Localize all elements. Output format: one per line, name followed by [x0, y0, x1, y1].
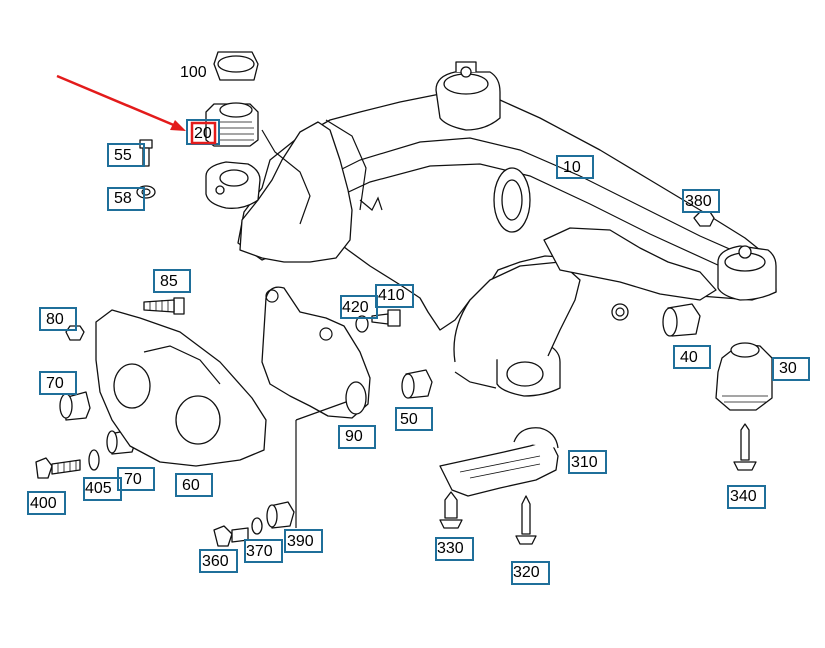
callout-55[interactable]: 55	[114, 147, 132, 164]
callout-70-upper[interactable]: 70	[46, 375, 64, 392]
rear-subframe-drawing	[237, 61, 777, 397]
part-400-bolt	[35, 457, 81, 479]
part-405-washer	[88, 449, 100, 471]
part-360-bolt	[213, 525, 249, 547]
part-420-washer	[355, 315, 369, 333]
callout-10[interactable]: 10	[563, 159, 581, 176]
part-60-carrier	[95, 309, 267, 467]
part-85-bolt	[143, 297, 185, 315]
callout-420[interactable]: 420	[342, 299, 369, 316]
callout-410[interactable]: 410	[378, 287, 405, 304]
leader-lines	[295, 401, 347, 528]
callout-40[interactable]: 40	[680, 349, 698, 366]
callout-20[interactable]: 20	[194, 125, 212, 142]
part-330-screw	[439, 491, 463, 529]
callout-320[interactable]: 320	[513, 564, 540, 581]
callout-highlight-20	[190, 121, 217, 145]
callout-70-lower[interactable]: 70	[124, 471, 142, 488]
callout-58[interactable]: 58	[114, 190, 132, 207]
part-20-drawing	[205, 102, 261, 209]
callout-390[interactable]: 390	[287, 533, 314, 550]
part-90-bracket	[261, 286, 371, 419]
part-310-shield	[439, 427, 559, 497]
part-70-bushing-upper	[59, 391, 91, 421]
part-320-screw	[515, 495, 537, 545]
part-100-drawing	[213, 51, 259, 81]
part-30-mount	[715, 342, 773, 411]
callout-50[interactable]: 50	[400, 411, 418, 428]
callout-90[interactable]: 90	[345, 428, 363, 445]
part-390-bushing	[266, 501, 295, 529]
part-370-washer	[251, 517, 263, 535]
callout-360[interactable]: 360	[202, 553, 229, 570]
part-340-screw	[733, 423, 757, 471]
part-50-bushing	[401, 369, 433, 399]
callout-80[interactable]: 80	[46, 311, 64, 328]
highlight-arrow	[56, 74, 186, 131]
callout-340[interactable]: 340	[730, 488, 757, 505]
callout-60[interactable]: 60	[182, 477, 200, 494]
part-40-bushing	[662, 303, 701, 337]
callout-370[interactable]: 370	[246, 543, 273, 560]
callout-85[interactable]: 85	[160, 273, 178, 290]
callout-310[interactable]: 310	[571, 454, 598, 471]
callout-405[interactable]: 405	[85, 480, 112, 497]
callout-100: 100	[180, 64, 207, 81]
callout-400[interactable]: 400	[30, 495, 57, 512]
callout-30[interactable]: 30	[779, 360, 797, 377]
callout-380[interactable]: 380	[685, 193, 712, 210]
callout-330[interactable]: 330	[437, 540, 464, 557]
callout-labels: 100 20 55 58 10 380 85 420 410 80 70 70 …	[27, 64, 810, 585]
